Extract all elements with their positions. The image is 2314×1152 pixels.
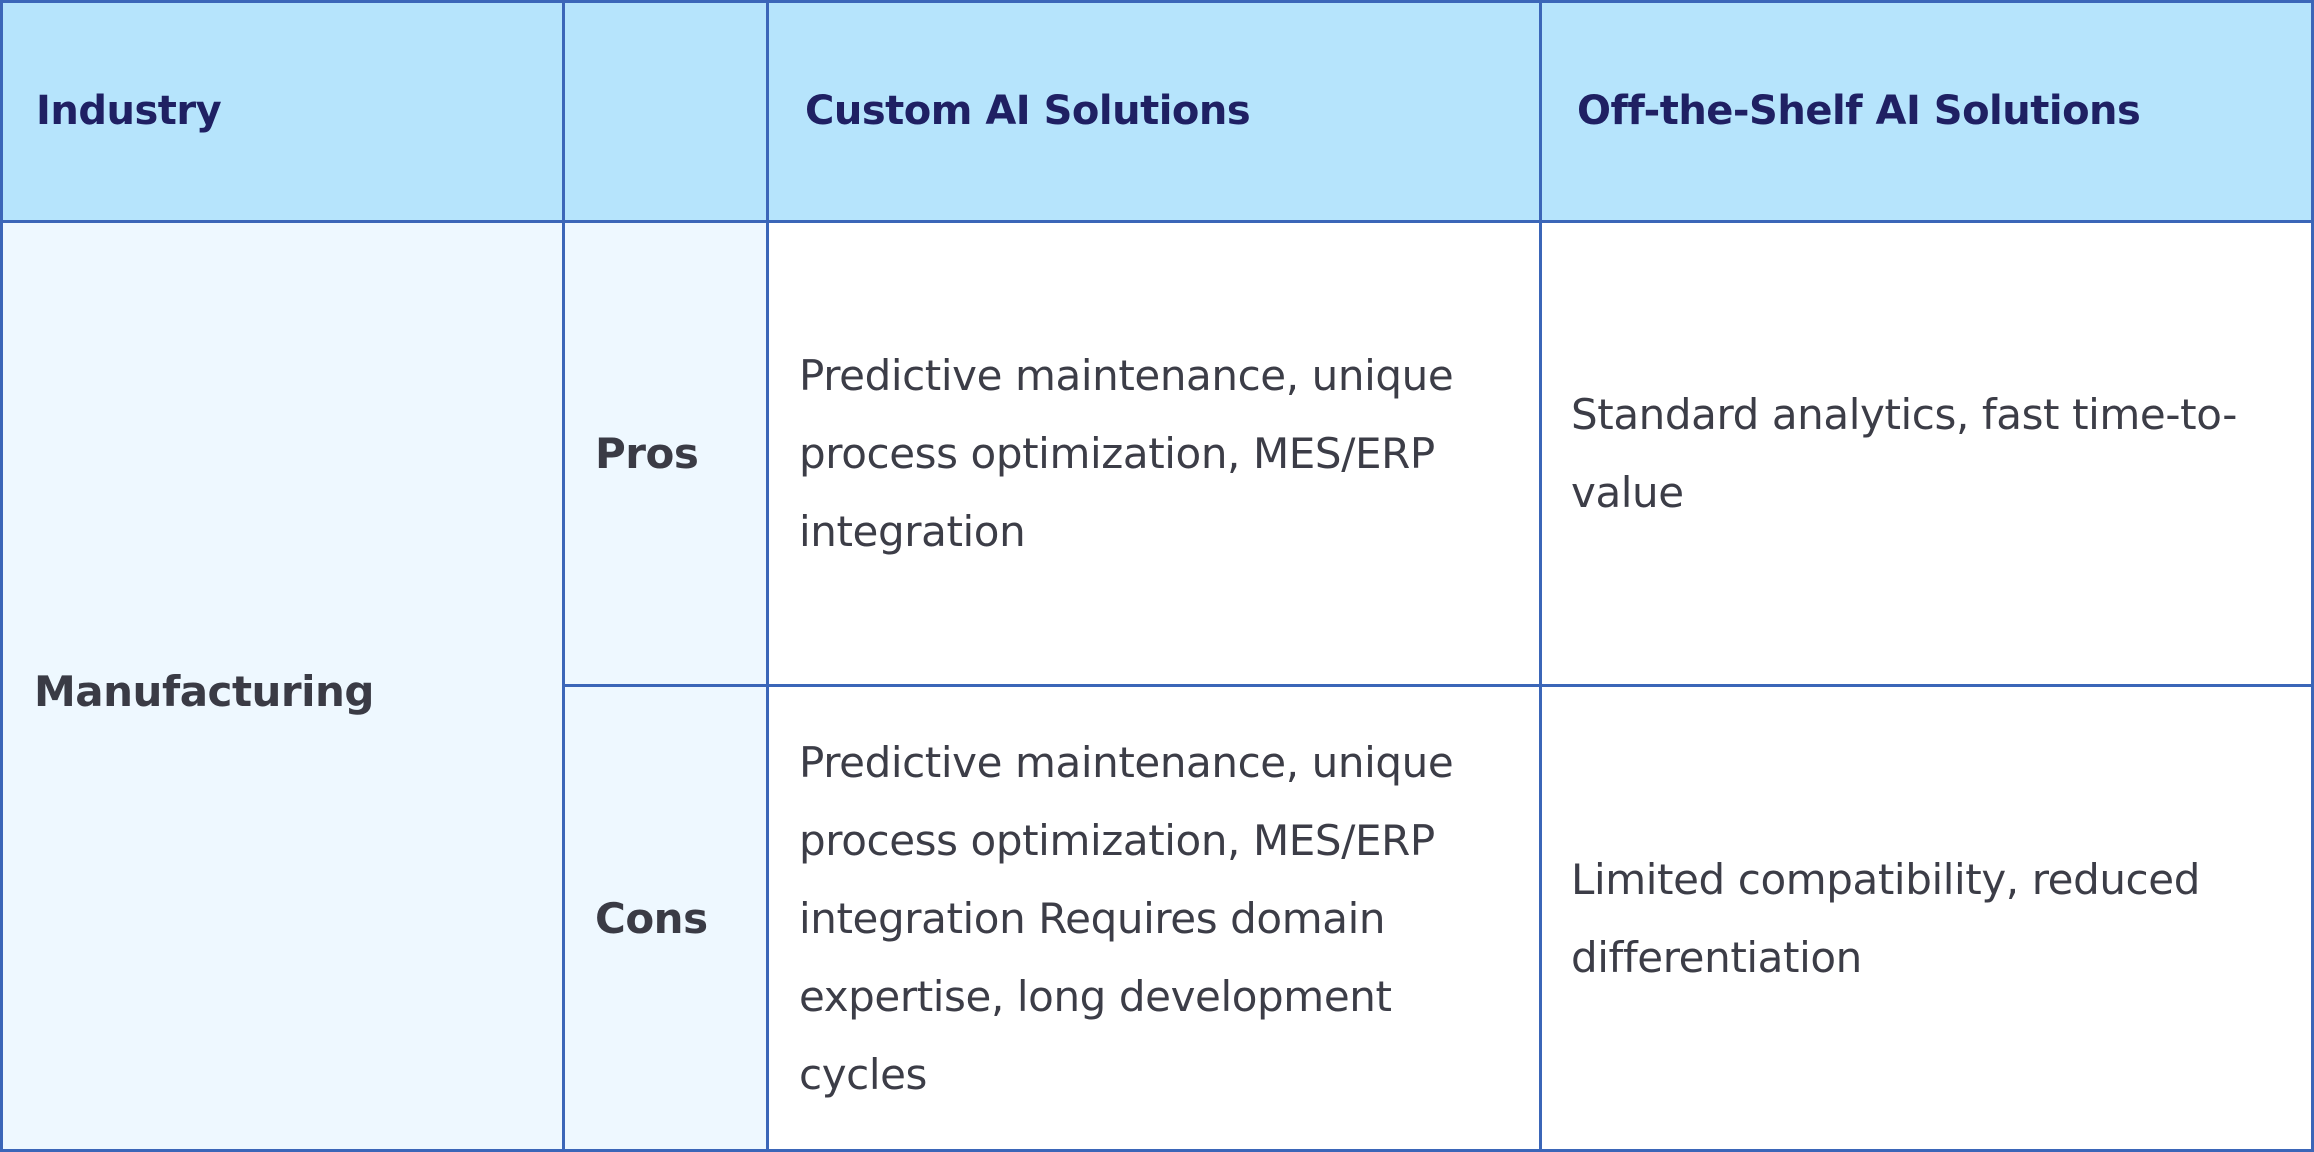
border-row-divider <box>563 684 2314 687</box>
border-col-1 <box>562 0 565 1152</box>
pros-off-shelf-text: Standard analytics, fast time-to-value <box>1571 389 2238 517</box>
cons-off-shelf-text: Limited compatibility, reduced different… <box>1571 854 2200 982</box>
header-custom: Custom AI Solutions <box>768 0 1540 222</box>
aspect-pros-cell: Pros <box>563 222 768 685</box>
pros-custom-text: Predictive maintenance, unique process o… <box>799 350 1454 556</box>
border-header-bottom <box>0 220 2314 223</box>
border-top <box>0 0 2314 3</box>
cons-custom-cell: Predictive maintenance, unique process o… <box>768 685 1540 1152</box>
header-off-shelf: Off-the-Shelf AI Solutions <box>1540 0 2314 222</box>
header-industry: Industry <box>0 0 563 222</box>
cons-off-shelf-cell: Limited compatibility, reduced different… <box>1540 685 2314 1152</box>
industry-label: Manufacturing <box>34 666 375 716</box>
industry-cell: Manufacturing <box>0 222 563 1152</box>
cons-custom-text: Predictive maintenance, unique process o… <box>799 737 1454 1099</box>
pros-off-shelf-cell: Standard analytics, fast time-to-value <box>1540 222 2314 685</box>
border-col-2 <box>766 0 769 1152</box>
border-left <box>0 0 3 1152</box>
border-col-3 <box>1539 0 1542 1152</box>
border-bottom <box>0 1149 2314 1152</box>
border-right <box>2311 0 2314 1152</box>
header-aspect <box>563 0 768 222</box>
aspect-cons-cell: Cons <box>563 685 768 1152</box>
pros-custom-cell: Predictive maintenance, unique process o… <box>768 222 1540 685</box>
header-off-shelf-label: Off-the-Shelf AI Solutions <box>1577 88 2141 134</box>
header-custom-label: Custom AI Solutions <box>805 88 1251 134</box>
aspect-pros-label: Pros <box>595 429 699 478</box>
header-industry-label: Industry <box>36 88 222 134</box>
aspect-cons-label: Cons <box>595 894 708 943</box>
